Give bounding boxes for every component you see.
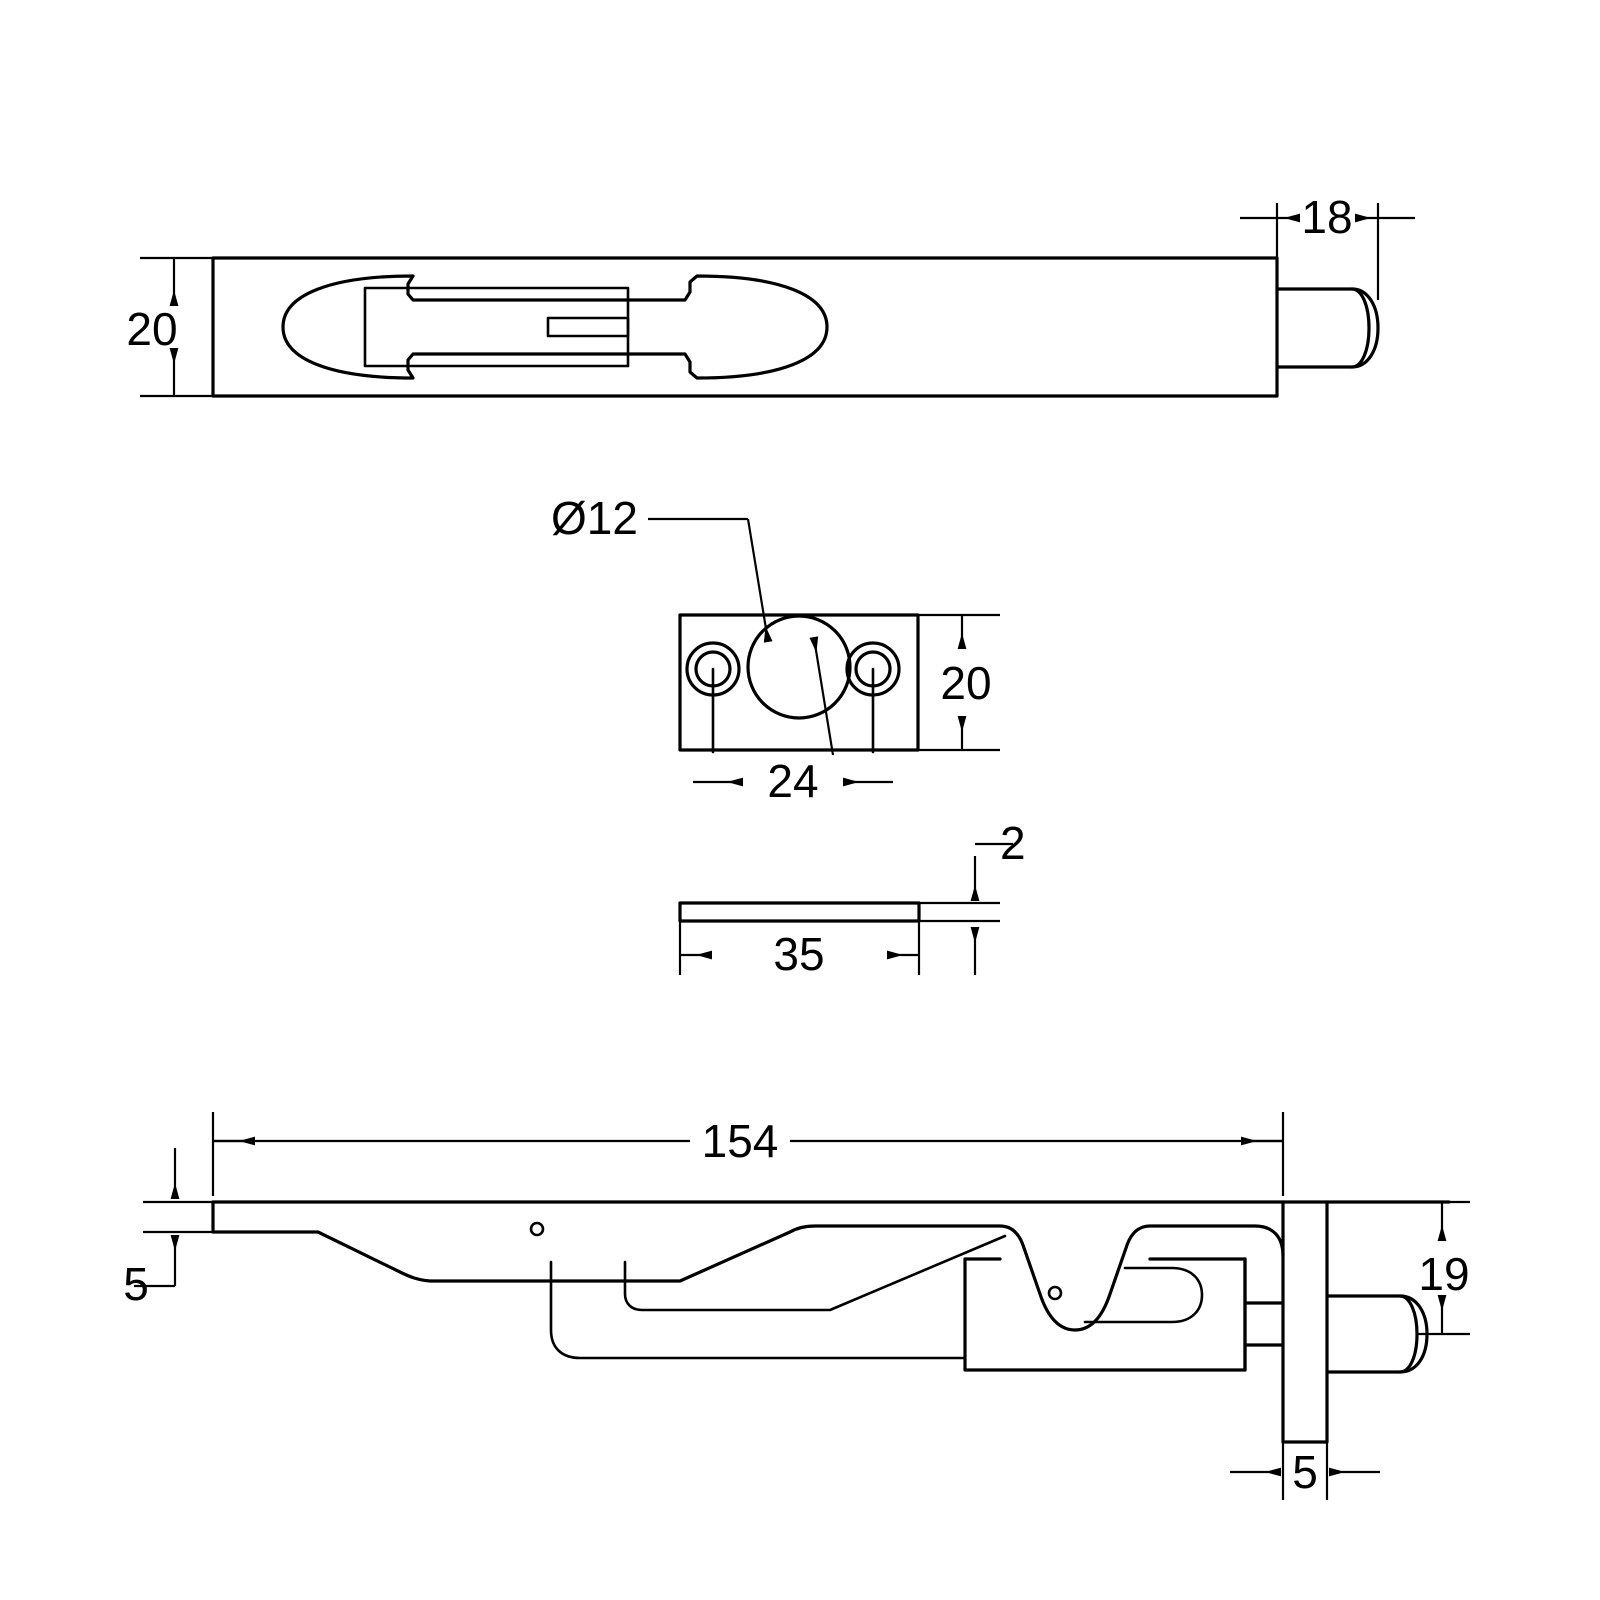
- dimension-end-thickness: 5: [1230, 1442, 1380, 1500]
- side-lever-pivot-hole: [1047, 1285, 1063, 1301]
- top-view-bolt-pin: [1275, 287, 1380, 369]
- dimension-plate-thickness: 5: [123, 1148, 222, 1310]
- side-bolt-pin-end-arc: [1398, 1294, 1419, 1374]
- dimension-plate-thickness-label: 5: [123, 1258, 149, 1310]
- dimension-keep-width: 35: [678, 921, 921, 980]
- dimension-keep-height: 20: [918, 613, 1000, 752]
- dimension-top-height-label: 20: [126, 303, 177, 355]
- dimension-keep-bore-label: Ø12: [551, 492, 638, 544]
- side-lever-rail-step: [623, 1234, 1007, 1312]
- dimension-keep-bore: Ø12: [551, 492, 835, 756]
- keep-plate-edge-view-group: 2 35: [678, 817, 1026, 980]
- dimension-overall-length-label: 154: [702, 1115, 779, 1167]
- dimension-keep-hole-centres-label: 24: [767, 755, 818, 807]
- keep-plate-view-group: Ø12 20 24: [551, 492, 1000, 807]
- side-lever-inner-slot: [1083, 1266, 1204, 1324]
- dimension-overall-length: 154: [211, 1112, 1285, 1196]
- dimension-keep-thickness: 2: [919, 817, 1026, 975]
- dimension-end-thickness-label: 5: [1292, 1446, 1318, 1498]
- keep-plate-bore: [746, 614, 852, 720]
- top-view-thumb-slot: [546, 316, 630, 338]
- dimension-bolt-projection-label: 18: [1301, 191, 1352, 243]
- keep-plate-edge-outline: [678, 901, 921, 923]
- side-end-strip: [1281, 1200, 1329, 1444]
- dimension-keep-hole-centres: 24: [693, 755, 893, 807]
- dimension-top-height: 20: [126, 256, 222, 398]
- dimension-keep-width-label: 35: [773, 928, 824, 980]
- side-end-tab: [1243, 1301, 1285, 1347]
- side-elevation-group: 154 5 19: [123, 1112, 1470, 1500]
- top-view-faceplate-outline: [211, 256, 1279, 398]
- dimension-bolt-height: 19: [1327, 1200, 1470, 1336]
- side-faceplate-pivot-hole: [529, 1221, 545, 1237]
- dimension-bolt-height-label: 19: [1418, 1248, 1469, 1300]
- dimension-keep-height-label: 20: [940, 657, 991, 709]
- side-lever-lower-rail: [549, 1260, 967, 1360]
- top-view-bolt-pin-end-arc: [1350, 287, 1371, 369]
- dimension-bolt-projection: 18: [1240, 191, 1415, 300]
- side-lever-profile-upper: [211, 1224, 1285, 1444]
- top-view-oval-recess: [281, 274, 829, 380]
- side-lever-body-box: [963, 1257, 1247, 1372]
- top-view-group: 20 18: [126, 191, 1415, 398]
- dimension-keep-thickness-label: 2: [1000, 817, 1026, 869]
